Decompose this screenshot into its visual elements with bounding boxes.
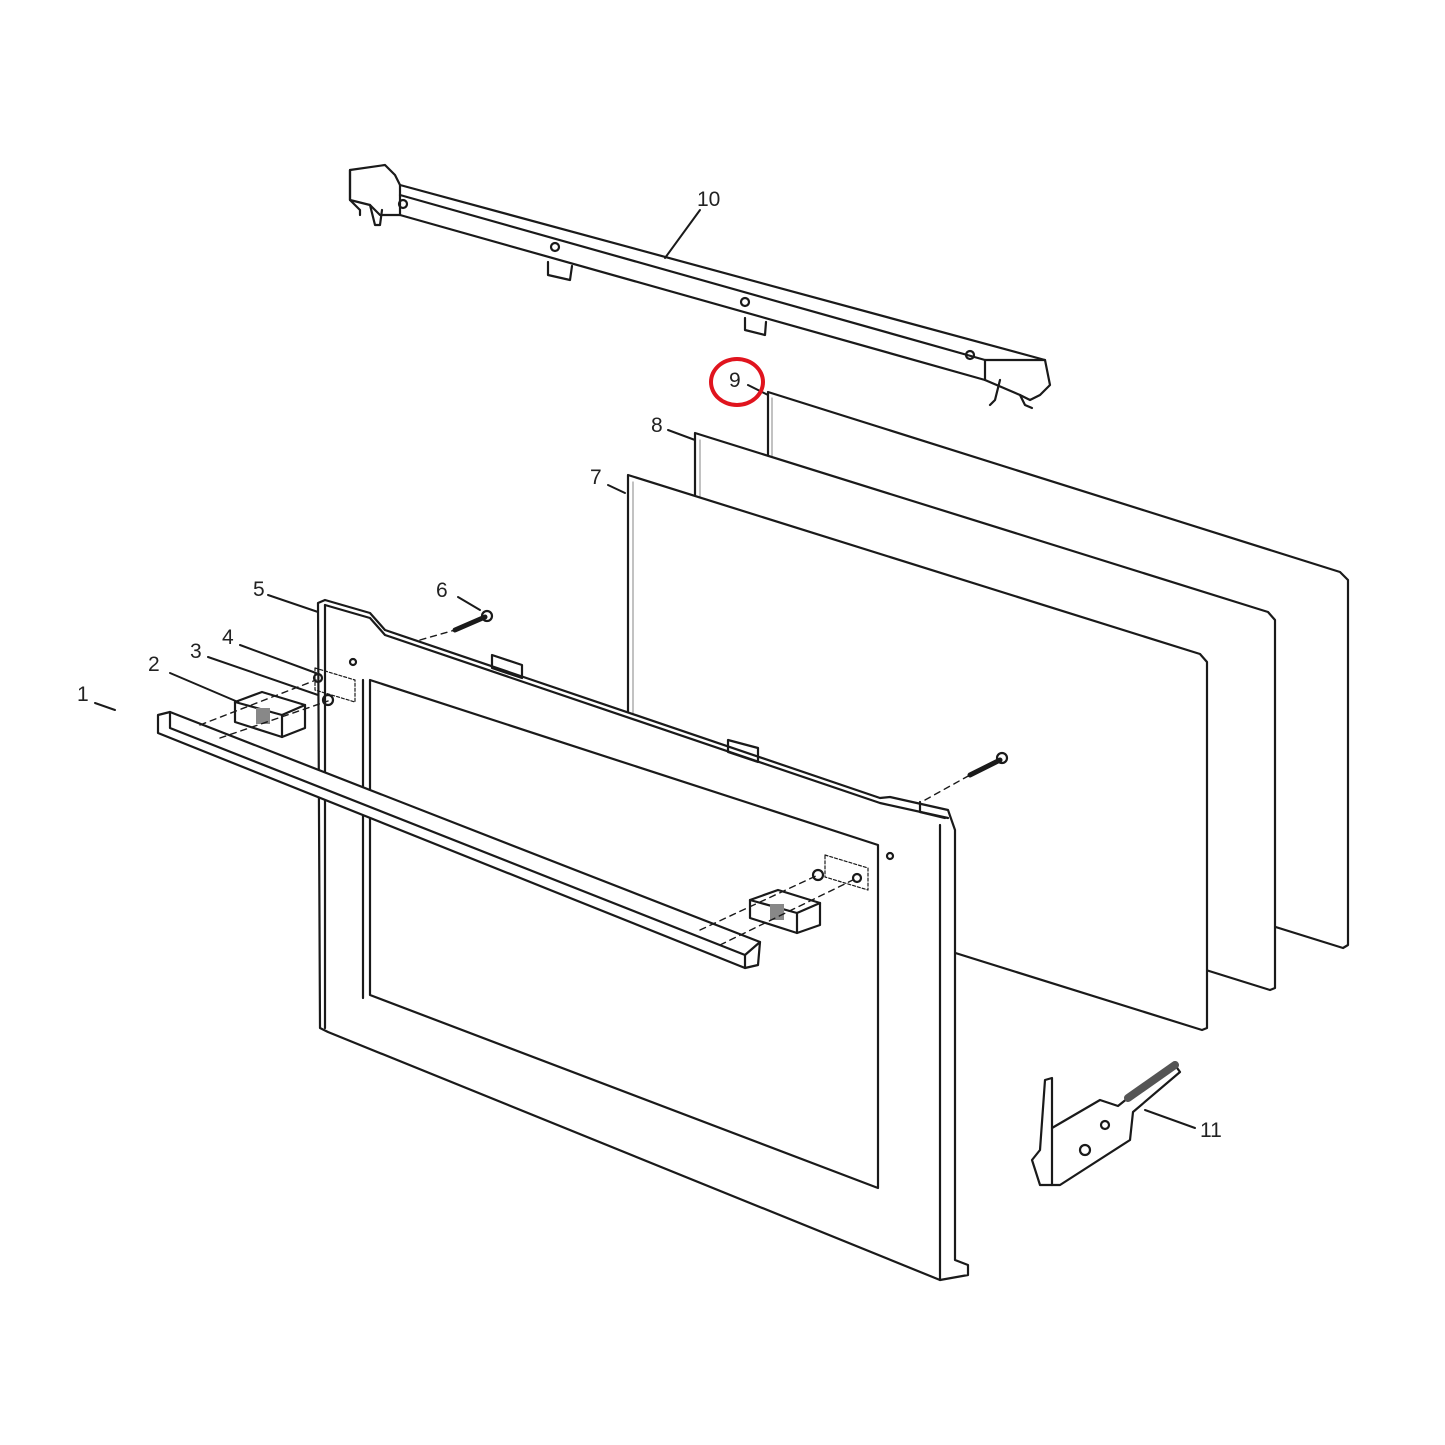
leader-lines	[94, 209, 1196, 1129]
part-5-door-frame[interactable]	[312, 598, 970, 1282]
callout-11[interactable]: 11	[1200, 1119, 1222, 1142]
part-2-end-caps[interactable]	[233, 690, 822, 935]
callout-6[interactable]: 6	[436, 579, 448, 602]
part-11-hinge[interactable]	[1030, 1061, 1182, 1187]
highlight-circle-part-9	[709, 357, 765, 407]
part-1-handle[interactable]	[156, 710, 762, 970]
part-6-screws[interactable]	[419, 609, 1009, 801]
callout-7[interactable]: 7	[590, 466, 602, 489]
callout-10[interactable]: 10	[697, 188, 721, 211]
callout-2[interactable]: 2	[148, 653, 160, 676]
part-10-top-trim[interactable]	[348, 163, 1052, 410]
callout-5[interactable]: 5	[253, 578, 265, 601]
callout-3[interactable]: 3	[190, 640, 202, 663]
callout-8[interactable]: 8	[651, 414, 663, 437]
callout-1[interactable]: 1	[77, 683, 89, 706]
callout-4[interactable]: 4	[222, 626, 234, 649]
